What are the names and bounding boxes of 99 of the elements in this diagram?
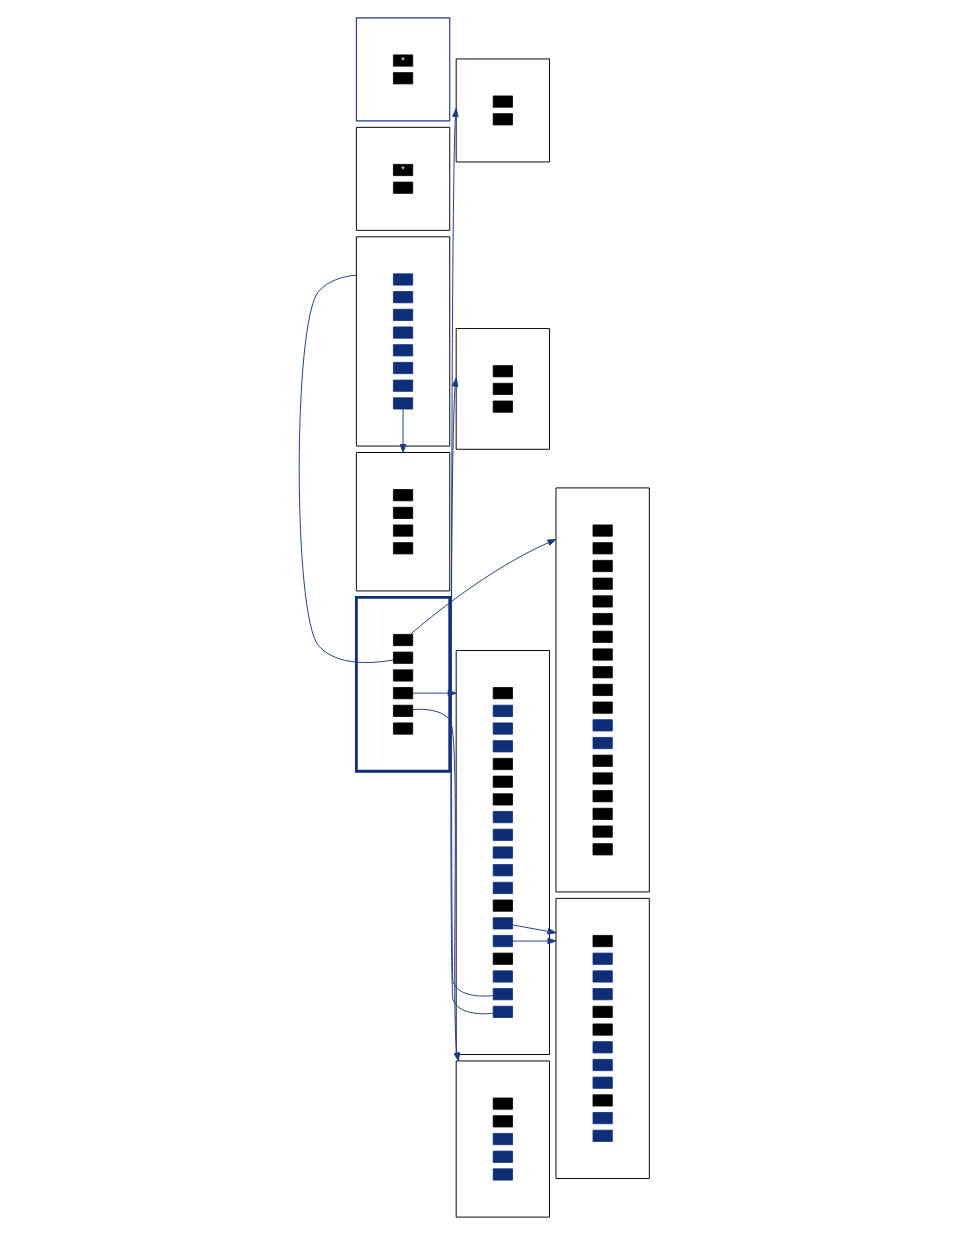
node-box: [592, 701, 613, 714]
node-box: [592, 524, 613, 537]
node-box: [592, 807, 613, 820]
node-box: [592, 825, 613, 838]
node-box: [392, 72, 413, 85]
node-box: [392, 397, 413, 410]
cluster: [355, 126, 450, 231]
node-box: [392, 181, 413, 194]
node-box: [492, 775, 513, 788]
node-box: [492, 952, 513, 965]
node-box: [492, 365, 513, 378]
node-box: [492, 1133, 513, 1146]
node-box: [392, 308, 413, 321]
node-box: [392, 361, 413, 375]
node-box: [592, 577, 613, 590]
arrow: [399, 408, 406, 453]
node-box: [392, 379, 413, 392]
node-box: [392, 524, 413, 537]
node-box: [492, 113, 513, 126]
node-box: [392, 704, 413, 717]
cluster: [455, 1060, 550, 1218]
node-box: [392, 669, 413, 682]
node-box: [592, 542, 613, 555]
node-box: [592, 1005, 613, 1018]
arrow: [511, 937, 556, 945]
node-box: *: [392, 163, 413, 177]
node-box: [592, 952, 613, 965]
node-box: [492, 687, 513, 700]
node-box: [592, 666, 613, 679]
node-box: [592, 790, 613, 803]
node-box: [592, 970, 613, 983]
cluster: [555, 487, 650, 893]
node-box: [492, 935, 513, 948]
node-box: [592, 843, 613, 856]
node-box: [492, 811, 513, 824]
node-box: [592, 683, 613, 696]
node-box: [592, 613, 613, 626]
node-box: [592, 559, 613, 572]
arrow: [409, 538, 556, 635]
node-box: [392, 506, 413, 519]
node-box: [392, 634, 413, 647]
arrow: [511, 924, 556, 935]
node-box: [392, 291, 413, 304]
node-box: [492, 793, 513, 806]
node-box: [392, 542, 413, 555]
node-box: [492, 704, 513, 717]
node-box: [492, 722, 513, 735]
arrow: [449, 377, 494, 1015]
node-box: [592, 1041, 613, 1054]
node-box: [492, 917, 513, 930]
node-box: [492, 382, 513, 395]
node-box: [592, 737, 613, 750]
node-box: [592, 648, 613, 661]
node-box: [492, 881, 513, 894]
node-box: [392, 273, 413, 286]
node-box: [592, 719, 613, 732]
node-box: [592, 754, 613, 767]
cluster: [355, 17, 450, 122]
node-box: [592, 1058, 613, 1072]
node-box: [592, 1023, 613, 1036]
cluster: [455, 58, 550, 163]
node-box: [492, 828, 513, 841]
node-box: [492, 740, 513, 753]
node-box: [592, 988, 613, 1001]
node-box: [492, 899, 513, 912]
connector: [298, 274, 394, 663]
node-box: [492, 757, 513, 770]
node-box: [592, 630, 613, 643]
arrow: [411, 689, 457, 697]
node-box: [492, 1097, 513, 1110]
node-box: [392, 344, 413, 357]
node-box: [592, 1076, 613, 1089]
node-box: [592, 1112, 613, 1125]
node-box: [492, 400, 513, 413]
node-box: [492, 1005, 513, 1018]
node-box: [392, 489, 413, 502]
cluster: [355, 452, 450, 592]
node-box: [392, 722, 413, 735]
cluster: [555, 897, 650, 1179]
node-box: [492, 1150, 513, 1163]
arrow: [411, 708, 460, 1062]
node-box: [492, 864, 513, 877]
node-box: [492, 1115, 513, 1128]
node-box: [392, 687, 413, 700]
node-box: [592, 595, 613, 608]
node-box: [492, 846, 513, 859]
node-box: [392, 326, 413, 339]
node-box: [492, 970, 513, 983]
node-box: [492, 1168, 513, 1181]
node-box: *: [392, 54, 413, 67]
node-box: [592, 1129, 613, 1142]
node-box: [592, 772, 613, 785]
node-box: [392, 651, 413, 664]
node-box: [492, 95, 513, 108]
node-box: [592, 935, 613, 948]
arrow: [450, 108, 494, 997]
cluster: [455, 328, 550, 450]
node-box: [592, 1094, 613, 1107]
node-box: [492, 988, 513, 1001]
